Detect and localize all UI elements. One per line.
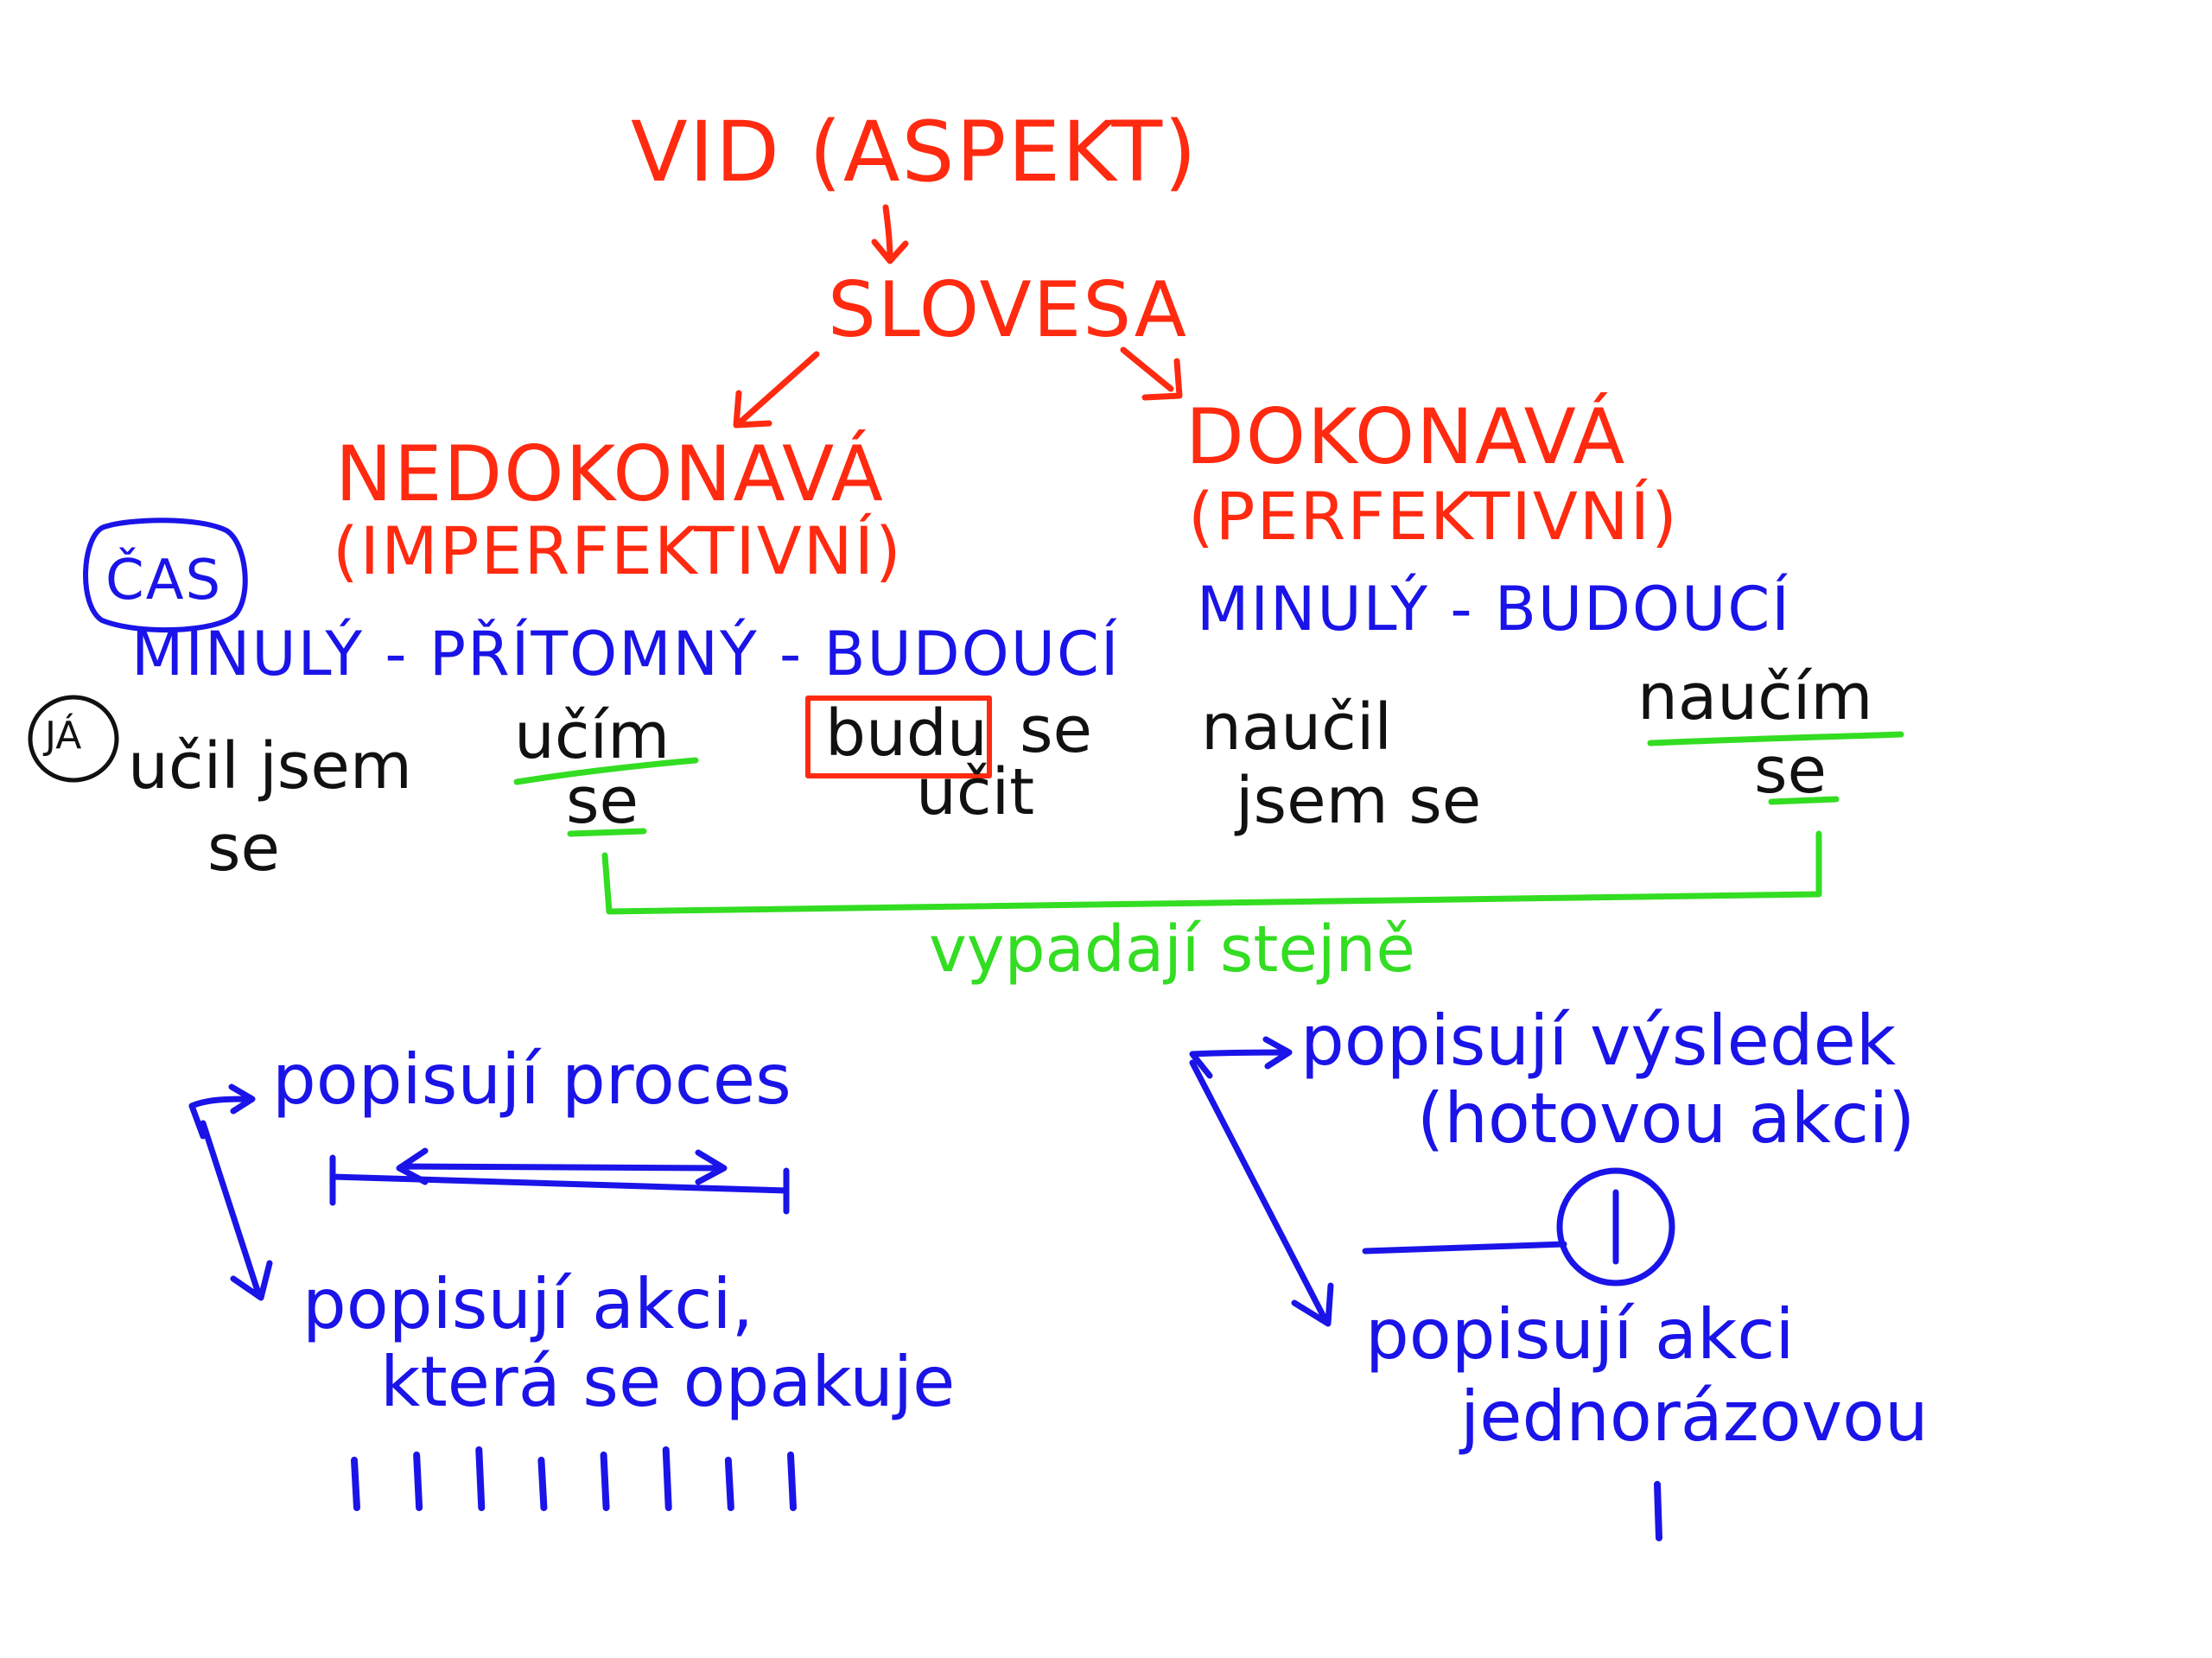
underline-ucim (513, 757, 699, 785)
imperfective-future-rest2: učit (916, 755, 1035, 829)
title-vid-aspekt: VID (ASPEKT) (631, 104, 1198, 200)
imperfective-present-line2: se (566, 764, 639, 838)
perfective-latin: (PERFEKTIVNÍ) (1188, 478, 1679, 555)
left-note-repeat-line2: která se opakuje (380, 1342, 956, 1422)
result-circle (1556, 1167, 1675, 1286)
ja-circle (28, 695, 119, 783)
perfective-future-line2: se (1754, 734, 1827, 808)
budu-box (805, 696, 992, 778)
underline-se-right (1768, 796, 1840, 805)
same-note: vypadají stejně (929, 912, 1415, 987)
arrow-right-to-once (1189, 1059, 1334, 1327)
imperfective-tenses: MINULÝ - PŘÍTOMNÝ - BUDOUCÍ (131, 619, 1121, 689)
repeat-tick (537, 1457, 548, 1511)
root-slovesa: SLOVESA (828, 265, 1188, 354)
right-note-result-line2: (hotovou akci) (1417, 1078, 1916, 1159)
left-note-process: popisují proces (272, 1039, 791, 1120)
imperfective-latin: (IMPERFEKTIVNÍ) (333, 512, 903, 589)
left-note-repeat-line1: popisují akci, (302, 1264, 753, 1344)
cas-circle (83, 518, 248, 633)
imperfective-name: NEDOKONAVÁ (335, 429, 885, 518)
imperfective-past-line2: se (207, 811, 281, 886)
same-bracket (601, 830, 1822, 915)
perfective-past-line1: naučil (1201, 690, 1392, 765)
perfective-tenses: MINULÝ - BUDOUCÍ (1197, 574, 1791, 645)
cas-label: ČAS (105, 549, 223, 613)
underline-naucim (1647, 731, 1904, 746)
perfective-future-line1: naučím (1637, 660, 1873, 734)
perfective-past-line2: jsem se (1236, 764, 1482, 838)
imperfective-future-boxed: budu (825, 696, 988, 771)
perfective-name: DOKONAVÁ (1185, 392, 1627, 481)
once-tick (1654, 1481, 1662, 1541)
result-line (1362, 1241, 1567, 1255)
arrow-right-to-result (1189, 1036, 1293, 1079)
process-timeline (329, 1154, 790, 1215)
right-note-result-line1: popisují výsledek (1300, 1001, 1897, 1081)
imperfective-present-line1: učím (514, 699, 671, 773)
arrow-root-to-perfective (1120, 346, 1183, 401)
repeat-tick (787, 1452, 797, 1511)
imperfective-past-line1: učil jsem (128, 729, 412, 804)
repeat-tick (662, 1446, 672, 1511)
repeat-ticks (351, 1446, 797, 1511)
arrow-left-to-process (188, 1083, 256, 1140)
right-note-once-line1: popisují akci (1365, 1294, 1795, 1375)
imperfective-future-rest1: se (1020, 693, 1093, 767)
repeat-tick (724, 1457, 734, 1511)
once-ticks (1654, 1481, 1662, 1541)
arrow-title-to-root (871, 204, 909, 264)
arrow-root-to-imperfective (733, 351, 820, 429)
ja-label: JÁ (45, 714, 82, 758)
underline-se-left (567, 828, 647, 837)
right-note-once-line2: jednorázovou (1460, 1376, 1929, 1457)
repeat-tick (475, 1446, 486, 1511)
process-double-arrow (396, 1147, 728, 1185)
repeat-tick (600, 1452, 610, 1511)
arrow-left-to-repeat (200, 1120, 273, 1301)
repeat-tick (413, 1452, 423, 1511)
repeat-tick (351, 1457, 360, 1511)
